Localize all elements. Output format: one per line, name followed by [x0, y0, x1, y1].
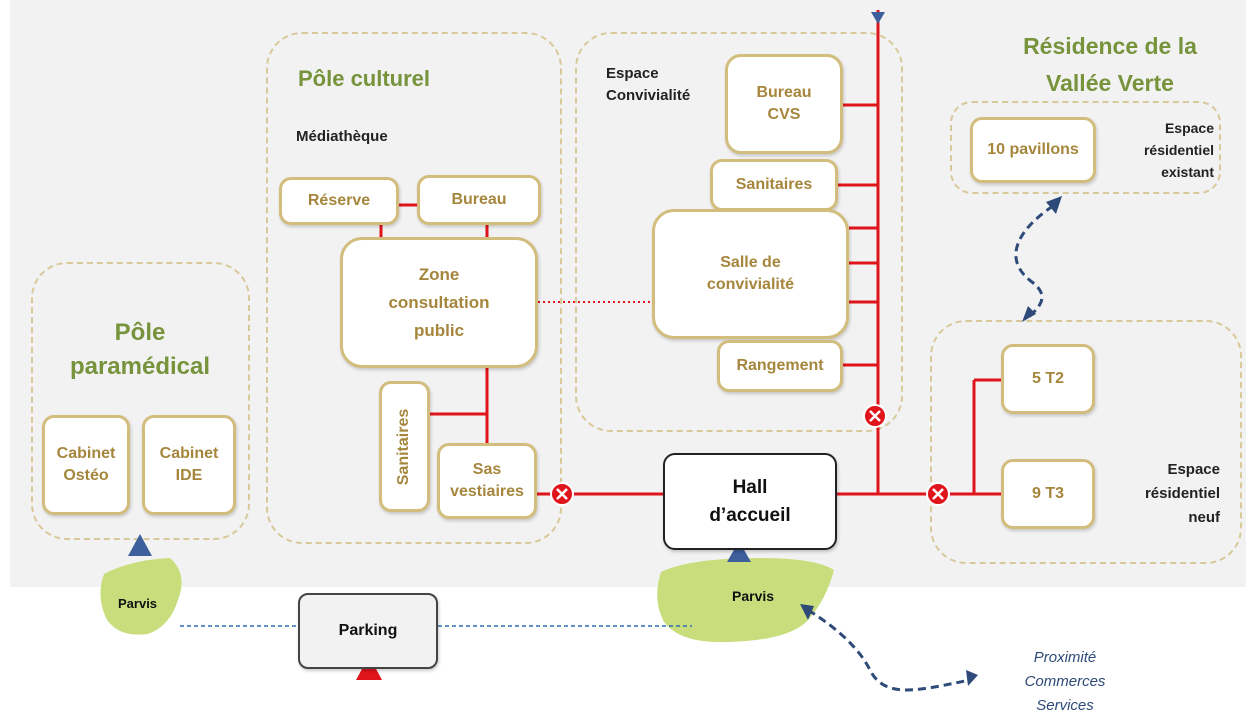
room-sanitaires-culturel: Sanitaires: [379, 381, 430, 512]
zone-espace-existant: [950, 101, 1221, 194]
room-5-t2: 5 T2: [1001, 344, 1095, 414]
parvis-main-shape: [657, 558, 834, 643]
room-cabinet-ide: Cabinet IDE: [142, 415, 236, 515]
parvis-left-shape: [100, 558, 182, 635]
title-residence: Résidence de la Vallée Verte: [1023, 33, 1197, 96]
control-point-convivialite: [863, 404, 887, 428]
room-sanitaires-culturel-label: Sanitaires: [395, 408, 413, 485]
room-zone-consultation: Zone consultation public: [340, 237, 538, 368]
room-10-pavillons: 10 pavillons: [970, 117, 1096, 183]
arrow-existant-neuf: [1014, 204, 1054, 318]
zone-espace-convivialite: [575, 32, 903, 432]
parvis-main-label: Parvis: [732, 588, 775, 604]
arrow-head-neuf: [1022, 306, 1036, 322]
room-bureau: Bureau: [417, 175, 541, 225]
room-bureau-cvs: Bureau CVS: [725, 54, 843, 154]
hall-accueil: Hall d’accueil: [663, 453, 837, 550]
arrow-head-parvis: [800, 604, 814, 620]
parking: Parking: [298, 593, 438, 669]
access-triangle-hall: [727, 541, 751, 562]
title-espace-neuf: Espace résidentiel neuf: [1144, 461, 1220, 526]
control-point-residence: [926, 482, 950, 506]
room-rangement: Rangement: [717, 340, 843, 392]
arrow-parvis-proximite: [807, 608, 971, 692]
title-espace-existant: Espace résidentiel existant: [1143, 120, 1214, 180]
control-point-culturel: [550, 482, 574, 506]
room-sas-vestiaires: Sas vestiaires: [437, 443, 537, 519]
access-triangle-paramedical: [128, 534, 152, 556]
zone-espace-neuf: [930, 320, 1242, 564]
arrow-head-existant: [1046, 196, 1062, 214]
room-reserve: Réserve: [279, 177, 399, 225]
proximite-commerces-services: Proximité Commerces Services: [1024, 649, 1106, 714]
subtitle-mediatheque: Médiathèque: [296, 128, 388, 145]
room-salle-convivialite: Salle de convivialité: [652, 209, 849, 339]
room-9-t3: 9 T3: [1001, 459, 1095, 529]
room-cabinet-osteo: Cabinet Ostéo: [42, 415, 130, 515]
arrow-down-top: [871, 12, 885, 24]
title-espace-convivialite: Espace Convivialité: [606, 65, 691, 104]
parvis-left-label: Parvis: [118, 596, 158, 611]
zone-pole-culturel: [266, 32, 562, 544]
room-sanitaires-conv: Sanitaires: [710, 159, 838, 211]
title-pole-paramedical: Pôle paramédical: [69, 319, 211, 380]
title-pole-culturel: Pôle culturel: [298, 66, 431, 91]
arrow-head-proximite: [966, 670, 978, 686]
